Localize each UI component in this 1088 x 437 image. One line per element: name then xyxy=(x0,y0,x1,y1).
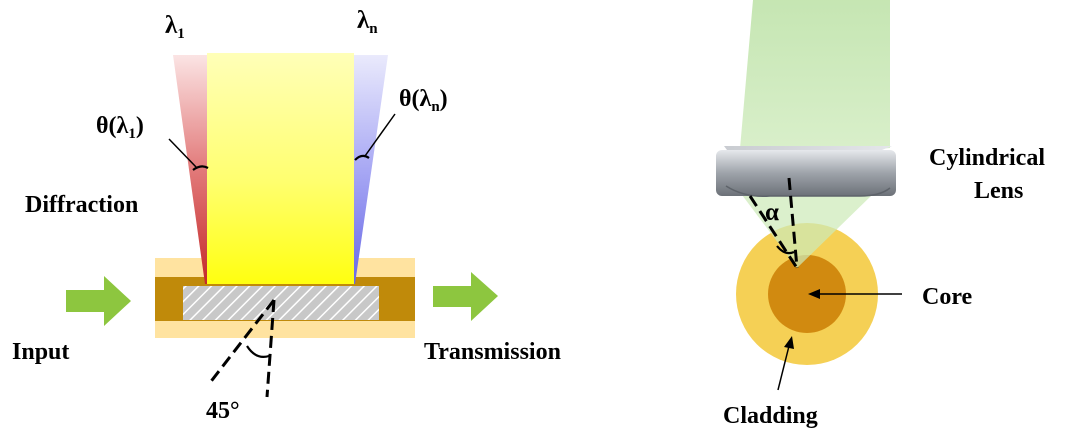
fiber-core xyxy=(768,255,846,333)
cylindrical-lens-bottom xyxy=(725,185,891,198)
blue-diffraction-fan xyxy=(353,55,388,284)
theta1-arc xyxy=(192,165,209,171)
transmission-label: Transmission xyxy=(424,339,561,365)
cylindrical-lens-top xyxy=(724,146,892,150)
yellow-beam xyxy=(207,53,354,284)
theta-1-label: θ(λ1) xyxy=(96,113,144,142)
lambda-n-label: λn xyxy=(357,7,378,37)
angle-45-label: 45° xyxy=(206,398,240,424)
alpha-line-slanted xyxy=(748,195,799,269)
cladding-label: Cladding xyxy=(723,403,818,429)
thetan-leader xyxy=(364,113,396,157)
angle-line-normal xyxy=(265,299,276,398)
core-pointer-head xyxy=(808,289,820,299)
cylindrical-lens xyxy=(716,150,896,196)
focused-light-cone xyxy=(742,195,872,268)
thetan-arc xyxy=(354,154,370,161)
incoming-light-beam xyxy=(739,0,890,160)
lambda-1-label: λ1 xyxy=(165,12,185,42)
core-label: Core xyxy=(922,284,973,310)
grating xyxy=(183,286,379,320)
theta1-leader xyxy=(168,138,198,169)
input-arrow xyxy=(66,276,131,326)
left-panel: λ1 λn θ(λ1) θ(λn) Diffraction Input Tran… xyxy=(12,7,561,424)
lens-label-line1: Cylindrical xyxy=(929,145,1045,171)
transmission-arrow xyxy=(433,272,498,321)
alpha-arc xyxy=(776,245,795,255)
diffraction-label: Diffraction xyxy=(25,192,138,218)
input-label: Input xyxy=(12,339,69,365)
cladding-pointer-line xyxy=(777,345,790,391)
theta-n-label: θ(λn) xyxy=(399,86,448,115)
angle-arc xyxy=(246,345,270,358)
alpha-line-vertical xyxy=(787,177,799,269)
alpha-label: α xyxy=(765,199,779,226)
lens-label-line2: Lens xyxy=(974,178,1023,204)
cladding-pointer-head xyxy=(784,336,794,349)
right-panel: Cylindrical Lens α Core Cladding xyxy=(716,0,1045,429)
red-diffraction-fan xyxy=(173,55,208,284)
